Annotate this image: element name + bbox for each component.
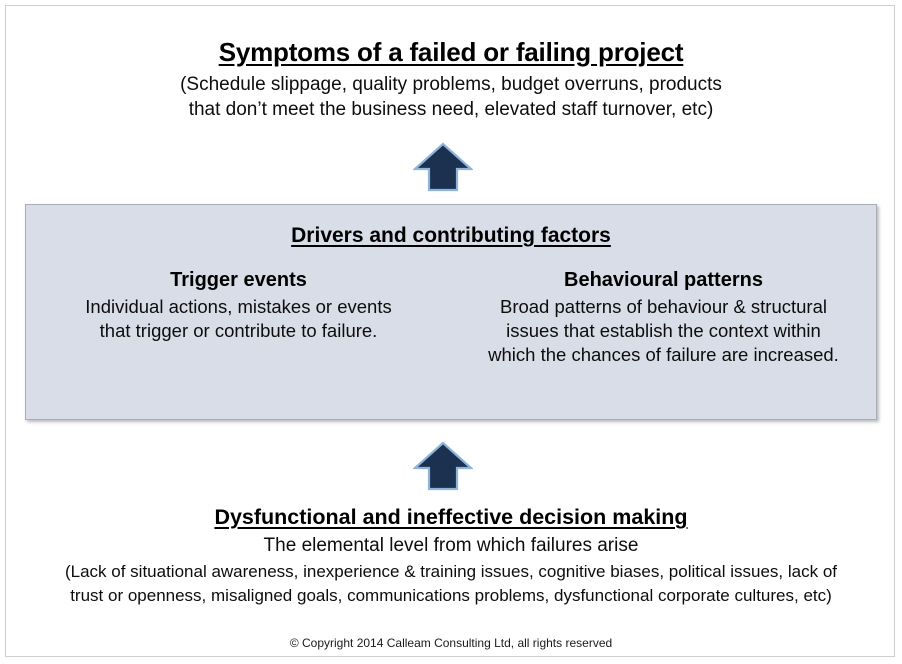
symptoms-description: (Schedule slippage, quality problems, bu… (0, 72, 902, 122)
decision-making-section: Dysfunctional and ineffective decision m… (0, 503, 902, 608)
copyright-notice: © Copyright 2014 Calleam Consulting Ltd,… (289, 636, 613, 650)
driver-column-trigger-events: Trigger events Individual actions, mista… (26, 267, 451, 367)
decision-making-title: Dysfunctional and ineffective decision m… (214, 505, 688, 529)
decision-making-subtitle: The elemental level from which failures … (263, 535, 639, 556)
symptoms-title: Symptoms of a failed or failing project (218, 37, 684, 67)
decision-making-detail-line-1: (Lack of situational awareness, inexperi… (64, 562, 837, 581)
up-arrow-icon-decisions-to-drivers (413, 441, 473, 491)
symptoms-section: Symptoms of a failed or failing project … (0, 36, 902, 122)
trigger-events-body: Individual actions, mistakes or events t… (40, 295, 437, 343)
behavioural-patterns-line-2: issues that establish the context within (506, 320, 821, 341)
drivers-box-heading: Drivers and contributing factors (291, 224, 611, 247)
trigger-events-title: Trigger events (170, 269, 307, 291)
behavioural-patterns-body: Broad patterns of behaviour & structural… (465, 295, 862, 367)
decision-making-detail: (Lack of situational awareness, inexperi… (0, 560, 902, 608)
behavioural-patterns-line-3: which the chances of failure are increas… (488, 344, 839, 365)
behavioural-patterns-title: Behavioural patterns (564, 269, 763, 291)
driver-column-behavioural-patterns: Behavioural patterns Broad patterns of b… (451, 267, 876, 367)
drivers-columns: Trigger events Individual actions, mista… (26, 267, 876, 367)
up-arrow-icon-drivers-to-symptoms (413, 142, 473, 192)
symptoms-description-line-1: (Schedule slippage, quality problems, bu… (180, 74, 722, 95)
trigger-events-line-2: that trigger or contribute to failure. (99, 320, 378, 341)
decision-making-detail-line-2: trust or openness, misaligned goals, com… (70, 586, 832, 605)
symptoms-description-line-2: that don’t meet the business need, eleva… (188, 99, 714, 120)
behavioural-patterns-line-1: Broad patterns of behaviour & structural (499, 296, 827, 317)
trigger-events-line-1: Individual actions, mistakes or events (85, 296, 392, 317)
drivers-and-contributing-factors-box: Drivers and contributing factors Trigger… (25, 204, 877, 420)
